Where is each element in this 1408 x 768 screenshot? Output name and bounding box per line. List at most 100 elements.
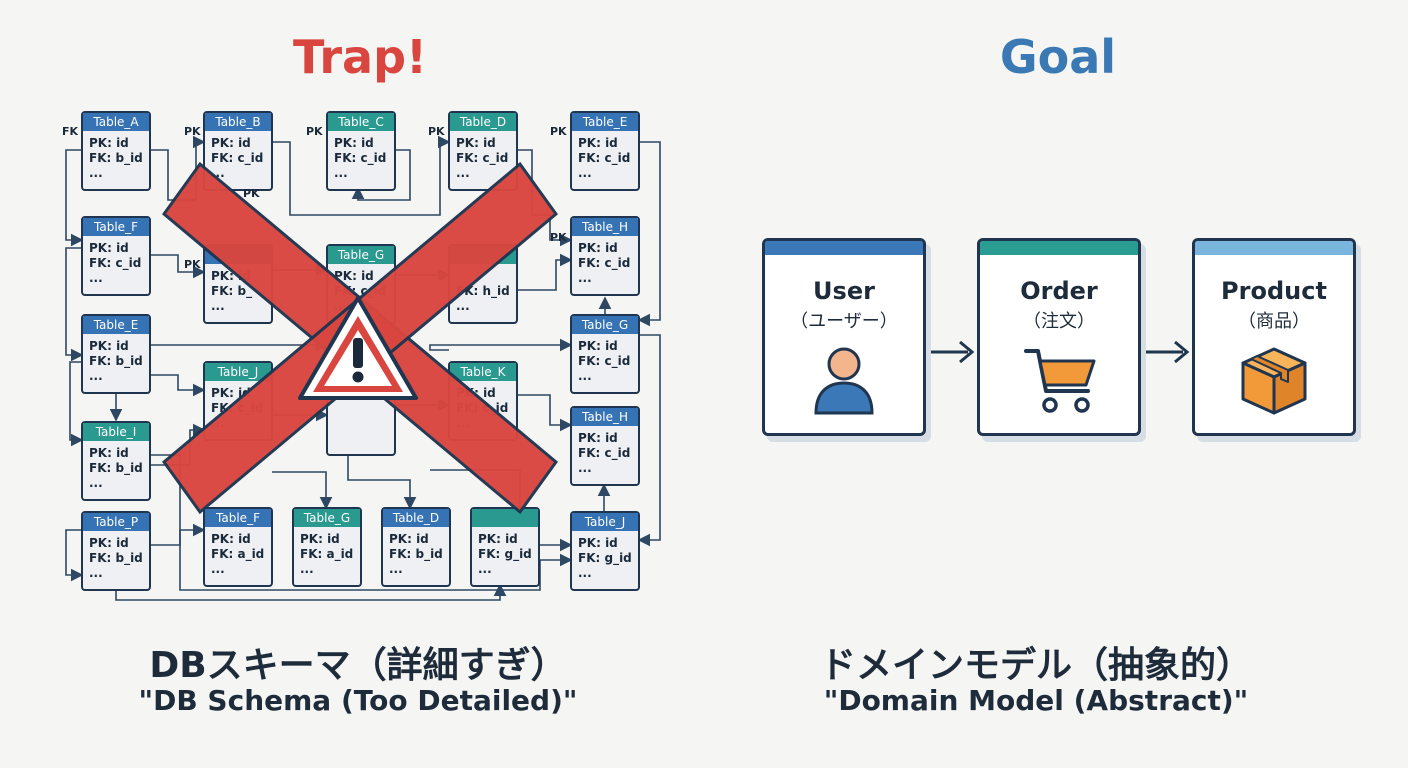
table-title: Table_K	[460, 365, 507, 379]
entity-name: User	[813, 277, 875, 305]
order-entity-card: Order （注文）	[977, 238, 1141, 436]
table-title: Table_E	[582, 115, 628, 129]
entity-jp-name: （商品）	[1238, 311, 1310, 332]
entity-name: Order	[1020, 277, 1098, 305]
table-field: PK: id	[89, 536, 129, 550]
table-field: PK: id	[211, 532, 251, 546]
table-title: Table_G	[337, 248, 384, 262]
table-field: PK: id	[578, 241, 618, 255]
relationship-line	[517, 394, 573, 432]
table-field: FK: c_id	[578, 354, 630, 369]
table-title: Table_G	[303, 511, 350, 525]
table-title: Table_A	[92, 115, 139, 129]
table-title: Table_D	[392, 511, 439, 525]
key-label: PK	[184, 258, 201, 271]
table-title: Table_F	[93, 220, 138, 234]
table-field: ...	[211, 299, 225, 313]
warning-icon	[298, 296, 418, 400]
relationship-line	[429, 338, 573, 352]
table-field: PK: id	[334, 136, 374, 150]
table-field: PK: id	[456, 136, 496, 150]
db-schema-caption-jp: DBスキーマ（詳細すぎ）	[149, 645, 567, 686]
table-field: FK: b_id	[89, 354, 143, 369]
table-field: ...	[578, 369, 592, 383]
table-field: ...	[89, 476, 103, 490]
table-field: ...	[456, 166, 470, 180]
domain-model-caption-en: "Domain Model (Abstract)"	[823, 684, 1249, 717]
table-field: ...	[478, 562, 492, 576]
table-title: Table_H	[581, 410, 628, 424]
table-title: Table_J	[217, 365, 259, 379]
table-title: Table_B	[214, 115, 260, 129]
relationship-line	[272, 135, 451, 216]
key-label: PK	[184, 125, 201, 138]
key-label: PK	[428, 125, 445, 138]
table-title: Table_G	[581, 318, 628, 332]
domain-model-caption-jp: ドメインモデル（抽象的）	[819, 645, 1252, 686]
relationship-line	[65, 247, 84, 362]
table-field: FK: b_id	[89, 551, 143, 566]
table-field: FK: c_id	[211, 151, 263, 166]
table-field: ...	[578, 566, 592, 580]
user-icon	[814, 347, 874, 415]
table-field: PK: id	[89, 446, 129, 460]
table-field: PK: id	[578, 431, 618, 445]
table-field: FK: c_id	[89, 256, 141, 271]
table-field: ...	[89, 271, 103, 285]
relationship-line	[150, 374, 206, 397]
table-field: ...	[334, 166, 348, 180]
table-field: FK: c_id	[578, 446, 630, 461]
table-field: FK: b_id	[389, 547, 443, 562]
relationship-line	[65, 529, 84, 582]
table-field: PK: id	[334, 269, 374, 283]
table-field: ...	[578, 461, 592, 475]
relationship-line	[637, 334, 661, 547]
table-title: Table_F	[215, 511, 260, 525]
product-entity-card: Product （商品）	[1192, 238, 1356, 436]
entity-jp-name: （注文）	[1023, 311, 1095, 332]
box-icon	[1241, 347, 1307, 415]
table-field: FK: a_id	[300, 547, 353, 562]
table-title: Table_H	[581, 220, 628, 234]
table-field: PK: id	[89, 241, 129, 255]
db-schema-caption-en: "DB Schema (Too Detailed)"	[138, 684, 578, 717]
user-entity-card: User （ユーザー）	[762, 238, 926, 436]
table-field: ...	[456, 299, 470, 313]
table-field: PK: id	[211, 136, 251, 150]
table-field: FK: b_id	[89, 461, 143, 476]
table-field: PK: id	[389, 532, 429, 546]
table-field: FK: g_id	[578, 551, 632, 566]
table-field: ...	[89, 566, 103, 580]
relationship-line	[637, 141, 661, 327]
relationship-line	[150, 523, 206, 546]
table-title: Table_D	[459, 115, 506, 129]
key-label: PK	[550, 125, 567, 138]
cart-icon	[1024, 349, 1096, 413]
entity-name: Product	[1221, 277, 1327, 305]
table-title: Table_C	[337, 115, 383, 129]
table-field: PK: id	[578, 339, 618, 353]
key-label: PK	[306, 125, 323, 138]
table-field: FK: g_id	[478, 547, 532, 562]
table-field: PK: id	[89, 136, 129, 150]
key-label: FK	[62, 125, 79, 138]
table-field: ...	[578, 166, 592, 180]
entity-header-bar	[765, 241, 923, 255]
trap-heading: Trap!	[293, 30, 427, 84]
relationship-line	[272, 471, 333, 510]
relationship-line	[65, 149, 84, 247]
